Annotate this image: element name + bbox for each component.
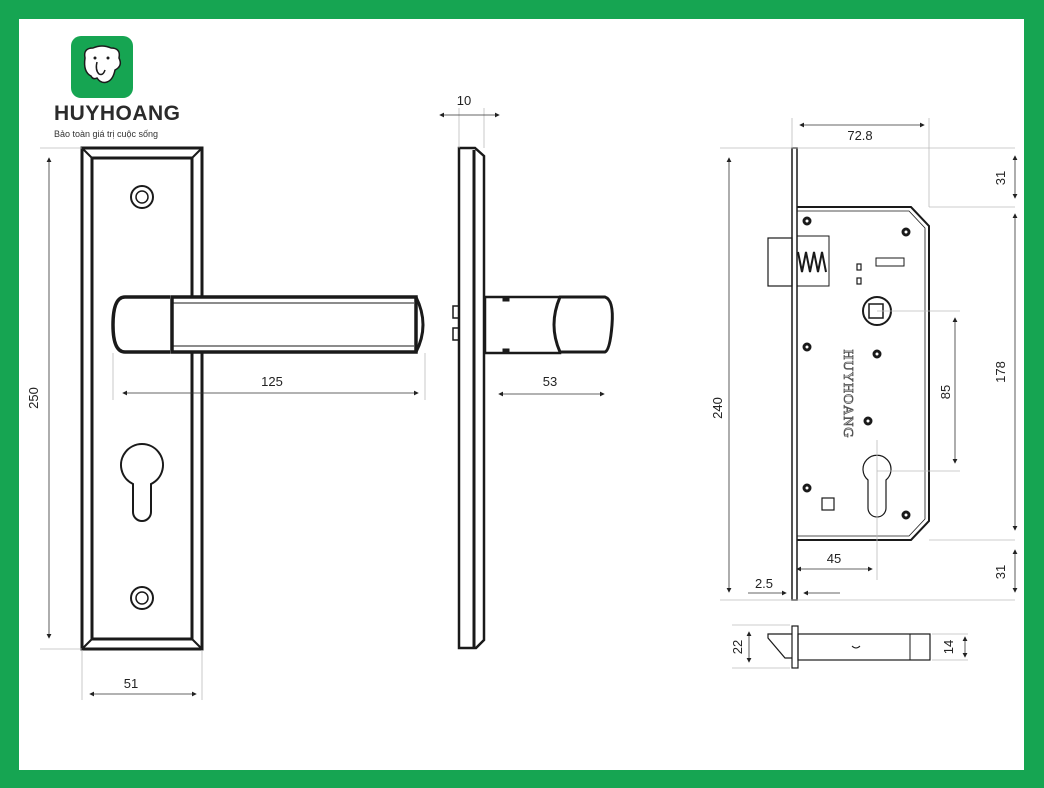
dim-faceplate-thickness: 2.5	[755, 576, 773, 591]
dim-handle-to-cylinder: 85	[938, 385, 953, 399]
front-view-dimensions	[40, 147, 426, 700]
mortise-lock-dimensions	[720, 118, 1018, 601]
dim-plate-width: 51	[124, 676, 138, 691]
dim-plate-thickness: 10	[457, 93, 471, 108]
lock-engraving: HUYHOANG	[840, 350, 855, 439]
dim-body-height: 178	[993, 361, 1008, 383]
dim-lever-length: 125	[261, 374, 283, 389]
brand-slogan: Bảo toàn giá trị cuộc sống	[54, 129, 159, 139]
dim-lever-projection: 53	[543, 374, 557, 389]
brand-name: HUYHOANG	[54, 102, 181, 125]
side-view-handle	[452, 146, 614, 650]
dim-top-offset: 31	[993, 171, 1008, 185]
dim-body-thickness: 14	[941, 640, 956, 654]
side-view-dimensions	[439, 108, 605, 397]
dim-backset: 45	[827, 551, 841, 566]
technical-drawing: 250 51 125 10 53	[26, 93, 1018, 700]
drawing-canvas: HUYHOANG Bảo toàn giá trị cuộc sống	[19, 19, 1024, 770]
dim-plate-height: 250	[26, 387, 41, 409]
elephant-icon	[71, 36, 133, 98]
lock-bottom-dimensions	[732, 624, 968, 669]
dim-body-width: 72.8	[847, 128, 872, 143]
dim-bottom-offset: 31	[993, 565, 1008, 579]
dim-faceplate-height: 240	[710, 397, 725, 419]
dim-faceplate-width: 22	[730, 640, 745, 654]
front-view-handle-plate	[80, 146, 425, 651]
mortise-lock-body	[767, 147, 930, 601]
lock-bottom-view	[767, 625, 931, 669]
